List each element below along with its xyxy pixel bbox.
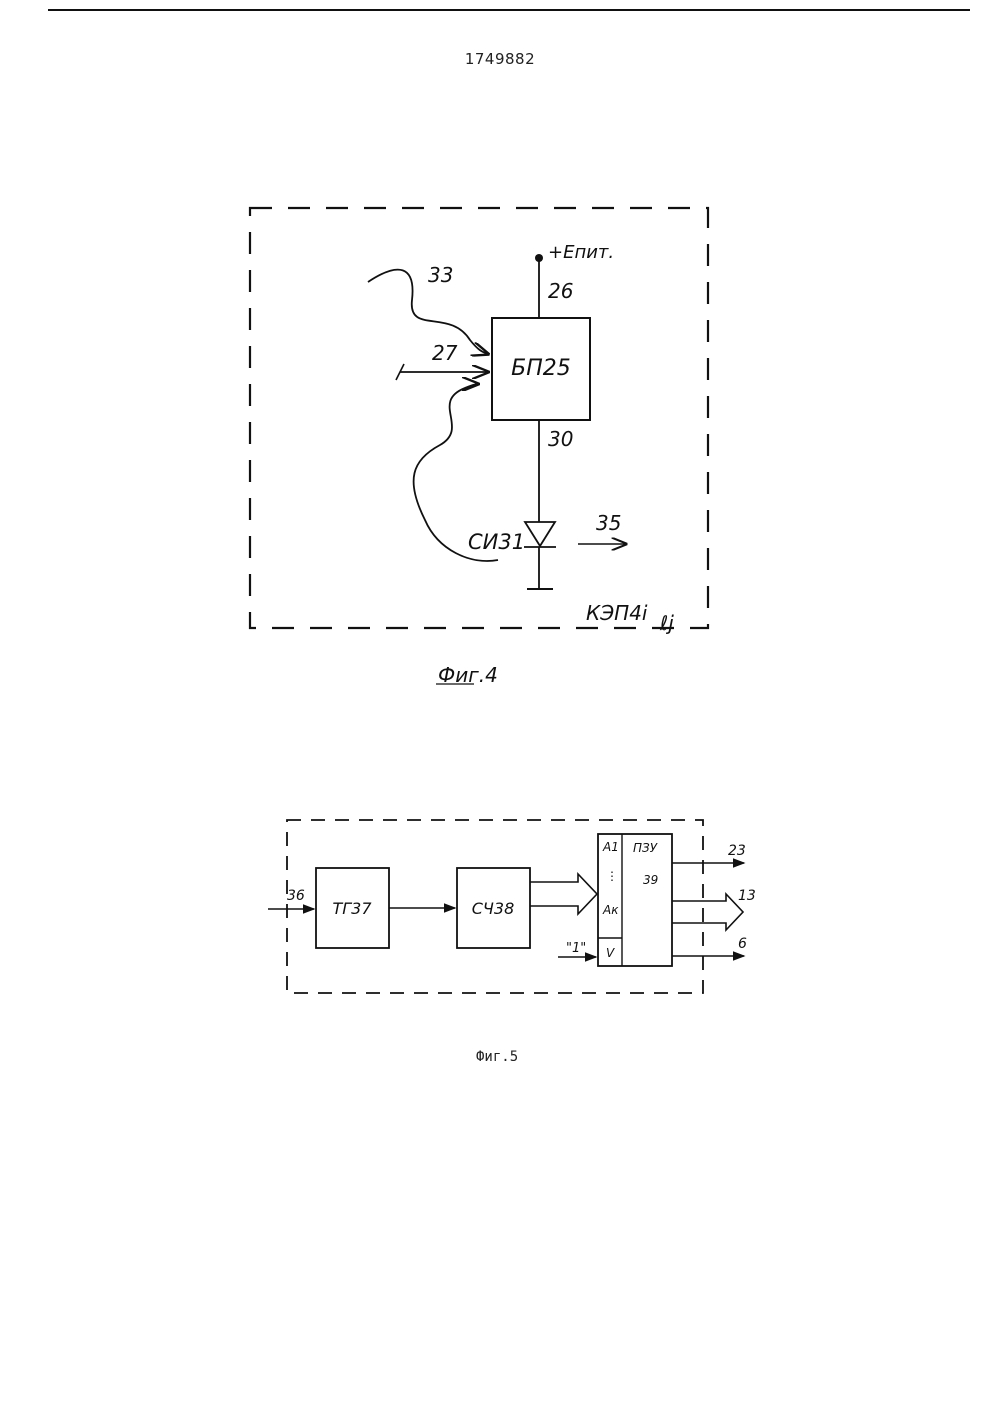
wire-27-label: 27 xyxy=(432,341,458,365)
figure-5: 36 ТГ37 СЧ38 А1 ⋮ Ак V ПЗУ 39 "1" xyxy=(268,820,756,1065)
rom-number: 39 xyxy=(643,873,658,887)
power-supply-label: БП25 xyxy=(511,356,571,381)
rom-title: ПЗУ xyxy=(633,841,658,855)
led-symbol xyxy=(525,522,555,546)
address-last-pin: Ак xyxy=(602,903,619,917)
figure-4: БП25 +Епит. 26 27 33 30 СИ31 xyxy=(250,208,708,687)
counter-label: СЧ38 xyxy=(472,899,515,918)
address-bus-arrow xyxy=(530,874,597,914)
supply-label: +Епит. xyxy=(548,242,614,263)
module-label: КЭП4і xyxy=(586,601,648,625)
output-13-label: 13 xyxy=(738,888,756,904)
address-dots: ⋮ xyxy=(606,869,618,883)
generator-label: ТГ37 xyxy=(332,899,372,918)
input-36-label: 36 xyxy=(287,888,305,904)
output-13-bus xyxy=(672,894,743,930)
led-label: СИ31 xyxy=(468,530,525,554)
enable-pin: V xyxy=(606,946,615,960)
address-first-pin: А1 xyxy=(602,840,619,854)
wire-30-label: 30 xyxy=(548,427,573,451)
enable-input-label: "1" xyxy=(566,941,586,956)
output-35-label: 35 xyxy=(596,511,621,535)
wire-26-label: 26 xyxy=(548,279,573,303)
wire-33-label: 33 xyxy=(428,263,453,287)
output-23-label: 23 xyxy=(728,843,746,859)
module-boundary xyxy=(250,208,708,628)
output-6-label: 6 xyxy=(738,936,747,952)
module-sub-label: ℓj xyxy=(659,611,674,635)
figure-5-caption: Фиг.5 xyxy=(476,1049,518,1065)
